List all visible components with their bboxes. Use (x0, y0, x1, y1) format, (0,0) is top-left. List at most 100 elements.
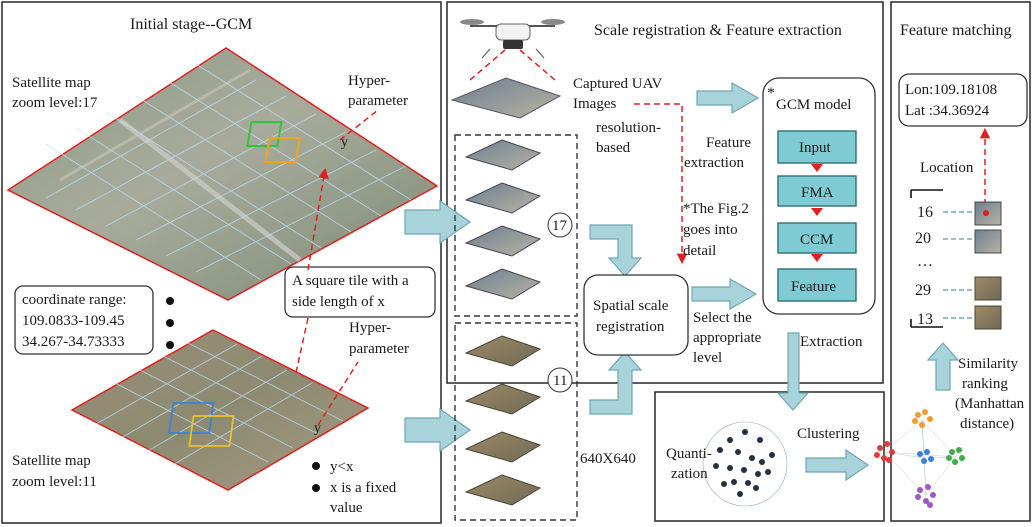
similarity-line4: distance) (960, 416, 1014, 432)
gcm-star: * (767, 85, 775, 102)
extraction-label: Extraction (800, 334, 863, 350)
clustering-label: Clustering (797, 426, 860, 442)
resolution-line1: resolution- (596, 120, 661, 136)
gcm-ccm-box (777, 222, 857, 254)
resolution-line2: based (596, 140, 631, 156)
arrow-stack17-to-registration (589, 224, 643, 277)
fig-note-line3: detail (683, 243, 716, 259)
cond-line3: value (330, 500, 363, 516)
gcm-fma-box (777, 175, 857, 207)
match-thumb-20 (974, 229, 1002, 254)
select-line3: level (693, 350, 722, 366)
tile-stack-17-frame (454, 134, 578, 317)
arrow-map17-to-stack17 (404, 199, 472, 245)
location-label: Location (920, 160, 974, 176)
level-17-badge (547, 212, 573, 238)
initial-stage-panel (1, 1, 442, 524)
arrow-map11-to-stack11 (404, 407, 472, 453)
bullet-dot (166, 341, 174, 349)
spatial-line1: Spatial scale (593, 298, 669, 314)
similarity-line1: Similarity (958, 356, 1019, 372)
hyper-top-line1: Hyper- (348, 73, 390, 89)
map11-label-line1: Satellite map (12, 453, 91, 469)
feature-extraction-line1: Feature (706, 135, 751, 151)
gcm-input-box (777, 130, 857, 164)
rank-13: 13 (917, 311, 933, 328)
coord-line2: 109.0833-109.45 (22, 313, 125, 329)
hyper-bottom-line2: parameter (349, 341, 409, 357)
quant-line1: Quanti- (666, 446, 712, 462)
arrow-stack11-to-registration (589, 351, 643, 415)
fig-note-line1: *The Fig.2 (683, 201, 749, 217)
tile-note-line2: side length of x (292, 294, 385, 310)
uav-image-thumbnail (450, 77, 562, 119)
gcm-feature-box (777, 268, 857, 302)
map11-label-line2: zoom level:11 (12, 474, 97, 490)
captured-line2: Images (573, 96, 616, 112)
level-11-badge (547, 367, 573, 393)
bullet-dot (166, 297, 174, 305)
arrow-registration-to-gcm (691, 277, 758, 311)
gcm-ccm-label: CCM (800, 232, 833, 248)
gcm-fma-label: FMA (801, 185, 834, 201)
quant-line2: zation (671, 466, 708, 482)
spatial-registration-box (583, 274, 689, 356)
feature-extraction-line2: extraction (684, 155, 744, 171)
coordinate-range-box (14, 285, 154, 355)
similarity-line2: ranking (962, 376, 1008, 392)
arrow-gcm-to-quantization (776, 332, 810, 411)
scale-registration-panel (446, 1, 884, 384)
fig-note-line2: goes into (683, 222, 738, 238)
gcm-title: GCM model (776, 97, 851, 113)
arrow-similarity-up (926, 342, 960, 391)
select-line1: Select the (693, 310, 752, 326)
y-label-bottom: y (314, 421, 321, 436)
map17-label-line2: zoom level:17 (12, 95, 98, 111)
bullet-dot (312, 484, 320, 492)
initial-stage-title: Initial stage--GCM (130, 16, 252, 33)
drone-icon (460, 19, 565, 59)
rank-29: 29 (915, 282, 931, 299)
select-line2: appropriate (693, 330, 762, 346)
satellite-map-zoom17 (6, 47, 439, 301)
cond-line1: y<x (330, 459, 354, 475)
spatial-line2: registration (596, 319, 665, 335)
rank-20: 20 (915, 230, 931, 247)
gcm-input-label: Input (799, 140, 831, 156)
cluster-graph (874, 409, 965, 508)
tile-note-box (284, 266, 436, 318)
hyper-top-line2: parameter (348, 93, 408, 109)
captured-line1: Captured UAV (573, 76, 662, 92)
tile-stack-11 (464, 335, 542, 506)
rank-ellipsis: … (917, 253, 933, 270)
hyper-bottom-line1: Hyper- (349, 320, 391, 336)
gcm-feature-label: Feature (791, 279, 836, 295)
rank-16: 16 (917, 204, 933, 221)
cond-line2: x is a fixed (330, 480, 397, 496)
similarity-line3: (Manhattan (955, 396, 1025, 412)
feature-matching-panel (890, 1, 1031, 522)
level-11-text: 11 (553, 373, 567, 389)
match-thumb-29 (974, 276, 1002, 301)
satellite-map-zoom11 (70, 329, 370, 491)
tile-stack-17 (464, 139, 542, 300)
feature-matching-title: Feature matching (900, 22, 1012, 39)
scale-registration-title: Scale registration & Feature extraction (594, 22, 842, 39)
y-label-top: y (341, 135, 348, 150)
bullet-dot (166, 319, 174, 327)
tile-note-line1: A square tile with a (292, 273, 409, 289)
quantization-point-cloud (702, 421, 788, 507)
size-label: 640X640 (580, 451, 636, 467)
match-thumb-13 (974, 305, 1002, 330)
arrow-quant-to-clusters (805, 448, 870, 482)
coordinate-result-box (898, 73, 1028, 127)
level-17-text: 17 (552, 218, 568, 234)
map17-label-line1: Satellite map (12, 75, 91, 91)
arrow-captured-to-gcm (696, 81, 760, 115)
result-lon: Lon:109.18108 (905, 82, 997, 98)
coord-line3: 34.267-34.73333 (22, 334, 125, 350)
coord-line1: coordinate range: (22, 292, 127, 308)
result-lat: Lat :34.36924 (905, 103, 990, 119)
bullet-dot (312, 462, 320, 470)
